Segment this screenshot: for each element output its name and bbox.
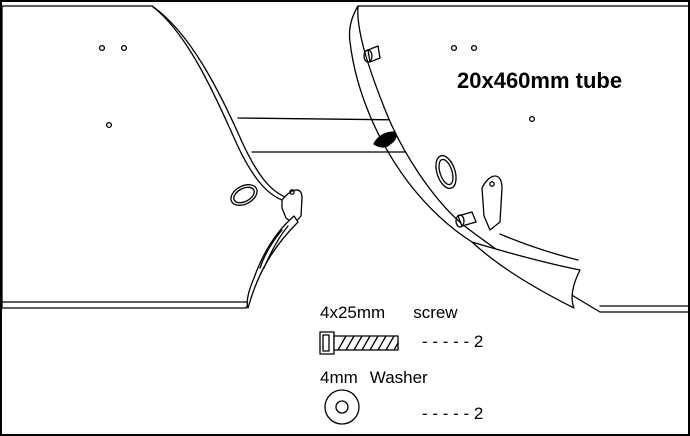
screw-label: 4x25mm screw <box>320 303 458 323</box>
right-side-panel <box>348 5 688 313</box>
screw-name: screw <box>413 303 458 322</box>
screw-quantity: - - - - - 2 <box>422 332 484 351</box>
washer-label: 4mm Washer <box>320 368 428 388</box>
screw-size: 4x25mm <box>320 303 386 322</box>
screw-icon <box>319 331 399 355</box>
left-side-panel <box>2 5 303 309</box>
washer-quantity: - - - - - 2 <box>422 404 484 423</box>
tube-label: 20x460mm tube <box>457 68 623 93</box>
washer-name: Washer <box>369 368 428 387</box>
washer-size: 4mm <box>320 368 358 387</box>
washer-icon <box>324 389 360 425</box>
